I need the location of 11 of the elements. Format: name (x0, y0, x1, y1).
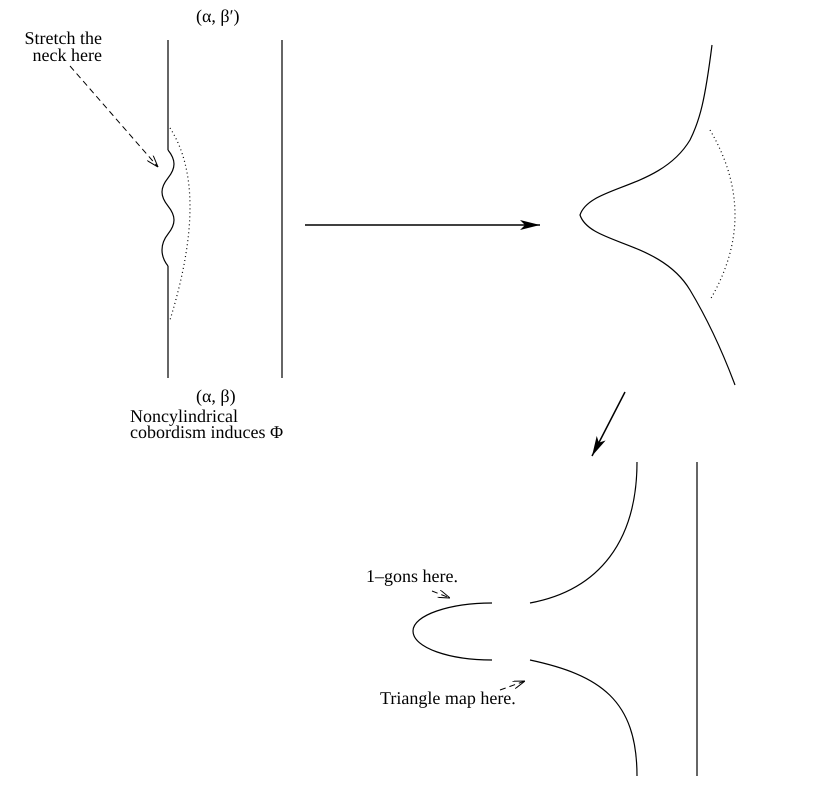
note-text: Stretch the neck here (2, 30, 102, 66)
caption-text: Noncylindrical cobordism induces Φ (130, 408, 284, 440)
leader-line (432, 589, 450, 598)
leader-line (500, 680, 526, 690)
arrow (305, 220, 540, 230)
arrow (591, 392, 626, 456)
note-text: Triangle map here. (380, 690, 522, 712)
leader-line (70, 66, 158, 168)
boundary-label: (α, β) (196, 388, 237, 404)
note-text: 1–gons here. (366, 568, 492, 590)
boundary-label: (α, β′) (196, 8, 241, 24)
